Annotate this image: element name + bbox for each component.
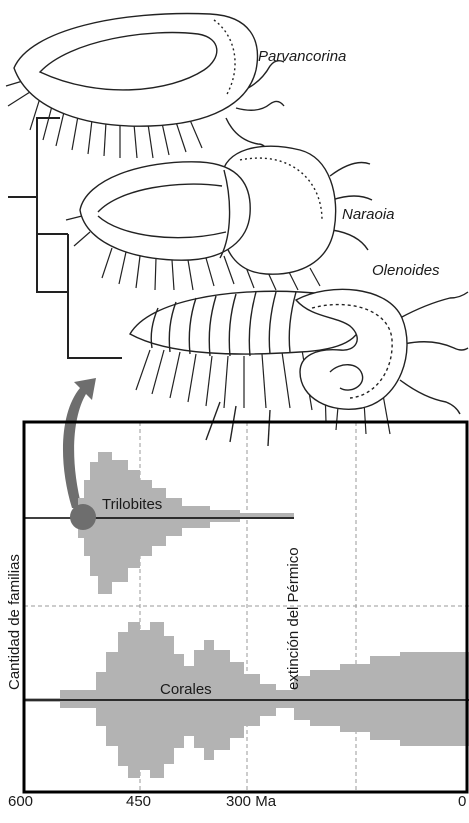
x-tick-450: 450 (126, 793, 151, 810)
y-axis-label: Cantidad de familias (6, 554, 23, 690)
naraoia-sketch (66, 146, 372, 290)
series-label-corales: Corales (160, 681, 212, 698)
parvancorina-sketch (6, 13, 284, 158)
x-tick-0: 0 (458, 793, 466, 810)
taxon-label-parvancorina: Parvancorina (258, 48, 346, 65)
x-tick-300: 300 Ma (226, 793, 276, 810)
branch-olenoides (68, 292, 122, 358)
origin-highlight-circle (70, 504, 96, 530)
x-tick-600: 600 (8, 793, 33, 810)
extinction-event-label: extinción del Pérmico (285, 547, 302, 690)
taxon-label-olenoides: Olenoides (372, 262, 440, 279)
trilobites-diversity-shape (70, 452, 294, 594)
diversity-chart (24, 422, 469, 792)
taxon-label-naraoia: Naraoia (342, 206, 395, 223)
series-label-trilobites: Trilobites (102, 496, 162, 513)
